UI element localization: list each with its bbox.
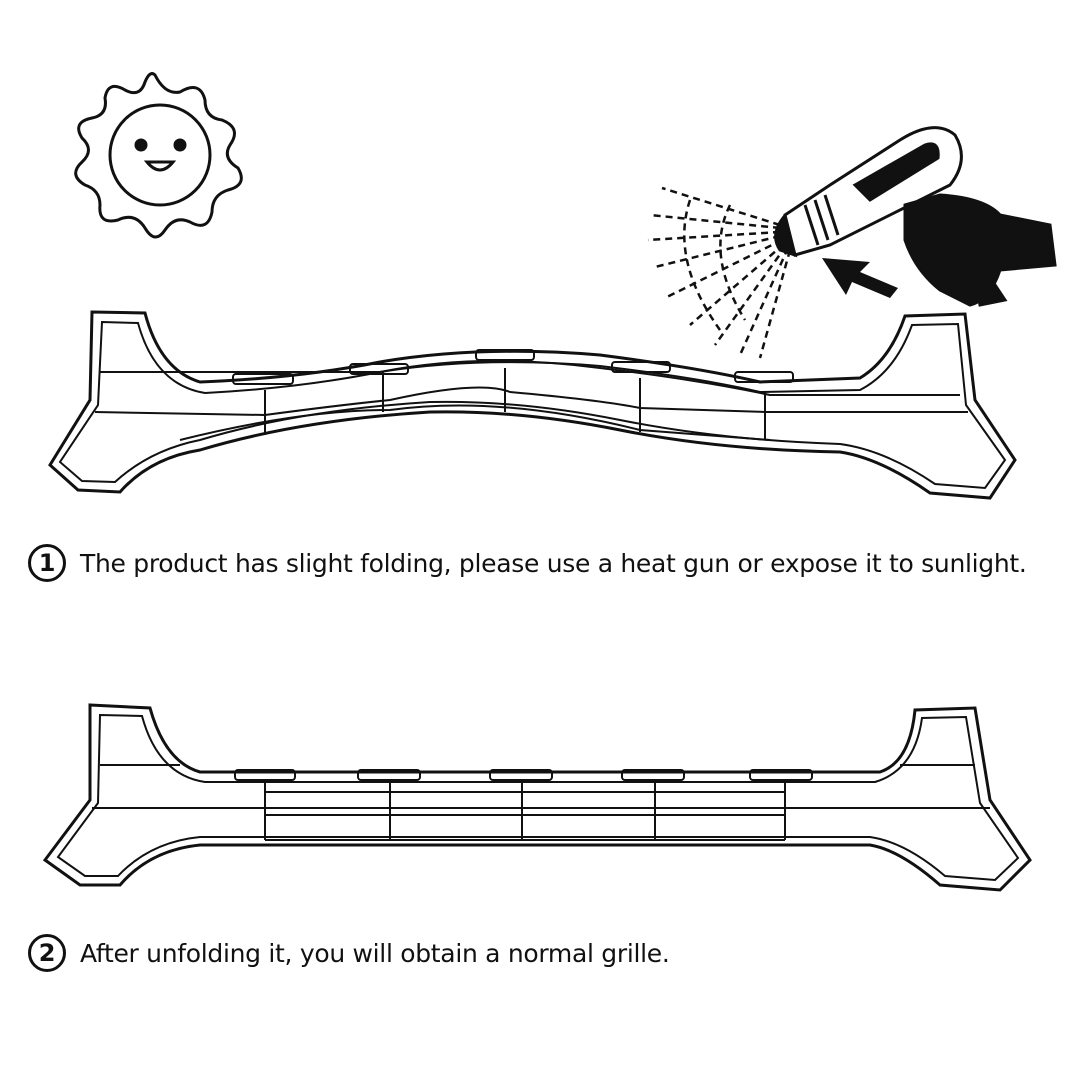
- sun-icon: [74, 72, 243, 239]
- step-2: 2 After unfolding it, you will obtain a …: [28, 934, 670, 972]
- arrow-icon: [822, 258, 898, 298]
- step-1: 1 The product has slight folding, please…: [28, 544, 1027, 582]
- warped-grille-drawing: [48, 310, 1017, 500]
- heat-spray-lines: [647, 186, 792, 359]
- step-text: The product has slight folding, please u…: [80, 548, 1027, 578]
- heat-gun-icon: [774, 126, 1057, 307]
- step-number-badge: 1: [28, 544, 66, 582]
- normal-grille-drawing: [42, 703, 1032, 892]
- step-number-badge: 2: [28, 934, 66, 972]
- step-text: After unfolding it, you will obtain a no…: [80, 938, 670, 968]
